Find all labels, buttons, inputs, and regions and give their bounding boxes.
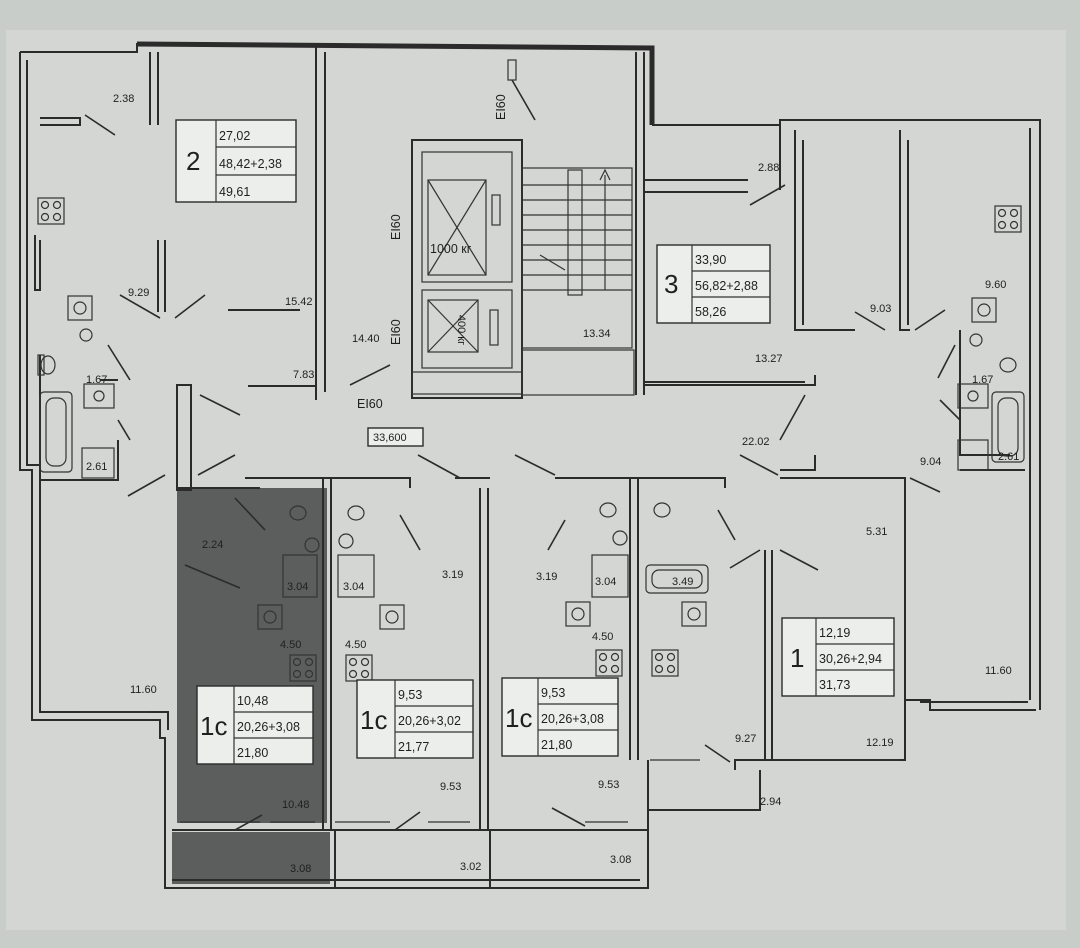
room-area: 2.38 (113, 93, 134, 105)
elevation-marker (367, 427, 424, 447)
stairwell (521, 167, 633, 349)
total-area: 30,26+2,94 (819, 652, 882, 666)
room-area: 22.02 (742, 436, 770, 448)
elevator-large (427, 179, 501, 276)
living-area: 10,48 (237, 694, 268, 708)
living-area: 27,02 (219, 129, 250, 143)
room-area: 9.29 (128, 287, 149, 299)
room-area: 3.04 (287, 581, 308, 593)
fire-rating-label: EI60 (494, 94, 508, 120)
room-area-labels: 2.38 9.29 15.42 14.40 7.83 1.67 2.61 2.2… (86, 93, 1019, 875)
doors (84, 59, 961, 831)
apartment-type: 1 (790, 643, 804, 673)
room-area: 2.94 (760, 796, 781, 808)
total-area: 20,26+3,08 (237, 720, 300, 734)
room-area: 13.27 (755, 353, 783, 365)
fire-rating-label: EI60 (389, 319, 403, 345)
room-area: 9.03 (870, 303, 891, 315)
total-area: 48,42+2,38 (219, 157, 282, 171)
living-area: 33,90 (695, 253, 726, 267)
living-area: 9,53 (541, 686, 565, 700)
apartment-type: 3 (664, 269, 678, 299)
room-area: 9.60 (985, 279, 1006, 291)
total-area: 20,26+3,08 (541, 712, 604, 726)
total-area: 20,26+3,02 (398, 714, 461, 728)
elevator-small-label: 400 кг (455, 315, 467, 345)
room-area: 2.24 (202, 539, 223, 551)
fire-rating-label: EI60 (357, 397, 383, 411)
room-area: 15.42 (285, 296, 313, 308)
room-area: 10.48 (282, 799, 310, 811)
full-area: 21,77 (398, 740, 429, 754)
room-area: 11.60 (130, 684, 157, 696)
room-area: 11.60 (985, 665, 1012, 677)
room-area: 9.04 (920, 456, 941, 468)
room-area: 9.53 (440, 781, 461, 793)
elevation-label: 33,600 (373, 432, 407, 444)
elevator-small (427, 299, 499, 353)
room-area: 3.02 (460, 861, 481, 873)
room-area: 12.19 (866, 737, 894, 749)
living-area: 9,53 (398, 688, 422, 702)
apartment-type: 1с (360, 705, 387, 735)
fire-rating-label: EI60 (389, 214, 403, 240)
room-area: 2.88 (758, 162, 779, 174)
apartment-1c-c-info: 1с 9,53 20,26+3,08 21,80 (501, 677, 619, 757)
room-area: 2.61 (86, 461, 107, 473)
room-area: 3.08 (290, 863, 311, 875)
full-area: 49,61 (219, 185, 250, 199)
room-area: 14.40 (352, 333, 380, 345)
apartment-type: 2 (186, 146, 200, 176)
room-area: 7.83 (293, 369, 314, 381)
room-area: 3.04 (343, 581, 364, 593)
room-area: 2.61 (998, 451, 1019, 463)
room-area: 3.49 (672, 576, 693, 588)
apartment-type: 1с (505, 703, 532, 733)
full-area: 31,73 (819, 678, 850, 692)
room-area: 3.08 (610, 854, 631, 866)
apartment-1c-b-info: 1с 9,53 20,26+3,02 21,77 (356, 679, 474, 759)
room-area: 1.67 (86, 374, 107, 386)
interior-walls (34, 52, 1025, 830)
room-area: 9.27 (735, 733, 756, 745)
room-area: 3.04 (595, 576, 616, 588)
apartment-3-info: 3 33,90 56,82+2,88 58,26 (656, 244, 771, 324)
outer-walls (19, 41, 1041, 889)
apartment-2-info: 2 27,02 48,42+2,38 49,61 (175, 119, 297, 203)
full-area: 21,80 (237, 746, 268, 760)
room-area: 4.50 (280, 639, 301, 651)
living-area: 12,19 (819, 626, 850, 640)
total-area: 56,82+2,88 (695, 279, 758, 293)
apartment-1c-a-info: 1с 10,48 20,26+3,08 21,80 (196, 685, 314, 765)
room-area: 3.19 (442, 569, 463, 581)
full-area: 21,80 (541, 738, 572, 752)
room-area: 4.50 (345, 639, 366, 651)
full-area: 58,26 (695, 305, 726, 319)
room-area: 5.31 (866, 526, 887, 538)
elevator-large-label: 1000 кг (430, 242, 472, 256)
room-area: 13.34 (583, 328, 611, 340)
room-area: 1.67 (972, 374, 993, 386)
room-area: 4.50 (592, 631, 613, 643)
apartment-1-info: 1 12,19 30,26+2,94 31,73 (781, 617, 895, 697)
room-area: 3.19 (536, 571, 557, 583)
fixtures (37, 197, 1025, 682)
apartment-type: 1с (200, 711, 227, 741)
room-area: 9.53 (598, 779, 619, 791)
